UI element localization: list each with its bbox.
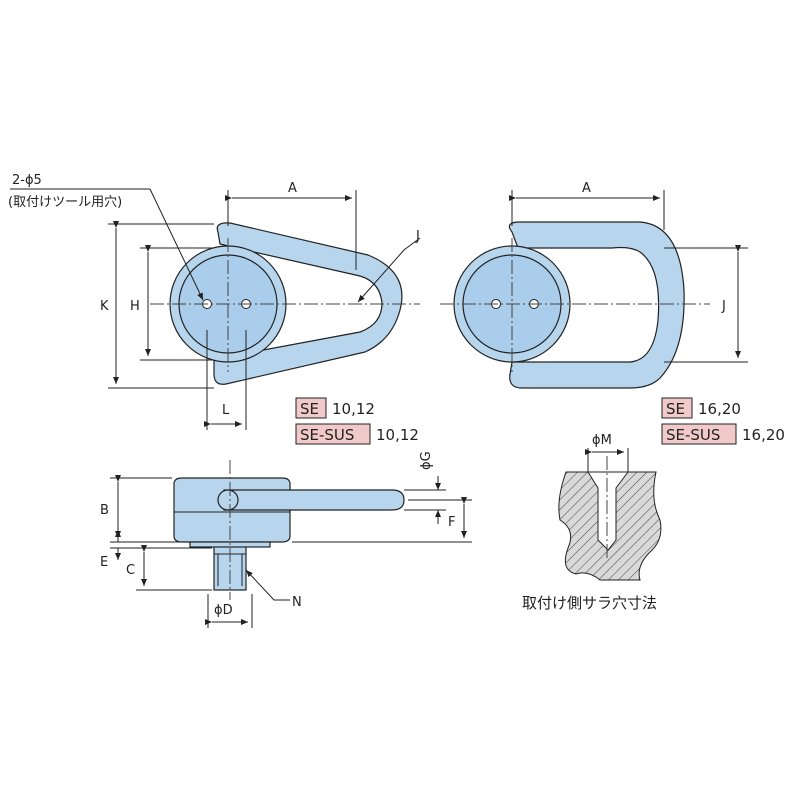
badge-se-sus-large: SE-SUS (666, 426, 720, 444)
wire-loop-left (213, 222, 403, 385)
badge-se-small: SE (300, 400, 319, 418)
sizes-se-sus-small: 10,12 (376, 426, 419, 444)
dim-l: L (222, 403, 230, 418)
sizes-se-large: 16,20 (698, 400, 741, 418)
tag-se-large: SE 16,20 (661, 397, 741, 419)
tag-se-small: SE 10,12 (295, 397, 375, 419)
sizes-se-small: 10,12 (332, 400, 375, 418)
countersink-caption: 取付け側サラ穴寸法 (522, 594, 657, 612)
dim-j-left: J (415, 229, 420, 244)
dim-e: E (100, 555, 108, 570)
wire-loop-right (508, 221, 685, 389)
dim-f: F (448, 515, 455, 530)
tool-hole-note-detail: (取付けツール用穴) (8, 195, 122, 210)
dim-m: ϕM (592, 433, 612, 448)
dim-k: K (100, 299, 109, 314)
top-right-view (440, 190, 748, 389)
side-handle (223, 489, 405, 511)
dim-g: ϕG (419, 451, 434, 470)
countersink-hole (587, 471, 629, 551)
dim-h: H (130, 299, 140, 314)
dim-n: N (292, 595, 302, 610)
badge-se-sus-small: SE-SUS (300, 426, 354, 444)
dim-d: ϕD (214, 603, 233, 618)
dim-a-left: A (288, 181, 297, 196)
dim-c: C (126, 563, 135, 578)
countersink-detail (558, 448, 662, 581)
tool-hole-note: 2-ϕ5 (12, 173, 42, 188)
side-view (110, 460, 472, 628)
sizes-se-sus-large: 16,20 (742, 426, 785, 444)
tag-se-sus-large: SE-SUS 16,20 (661, 423, 785, 445)
tag-se-sus-small: SE-SUS 10,12 (295, 423, 419, 445)
dim-a-right: A (582, 181, 591, 196)
badge-se-large: SE (666, 400, 685, 418)
dim-j-right: J (721, 299, 726, 314)
dim-b: B (100, 503, 109, 518)
top-left-view (10, 188, 421, 430)
